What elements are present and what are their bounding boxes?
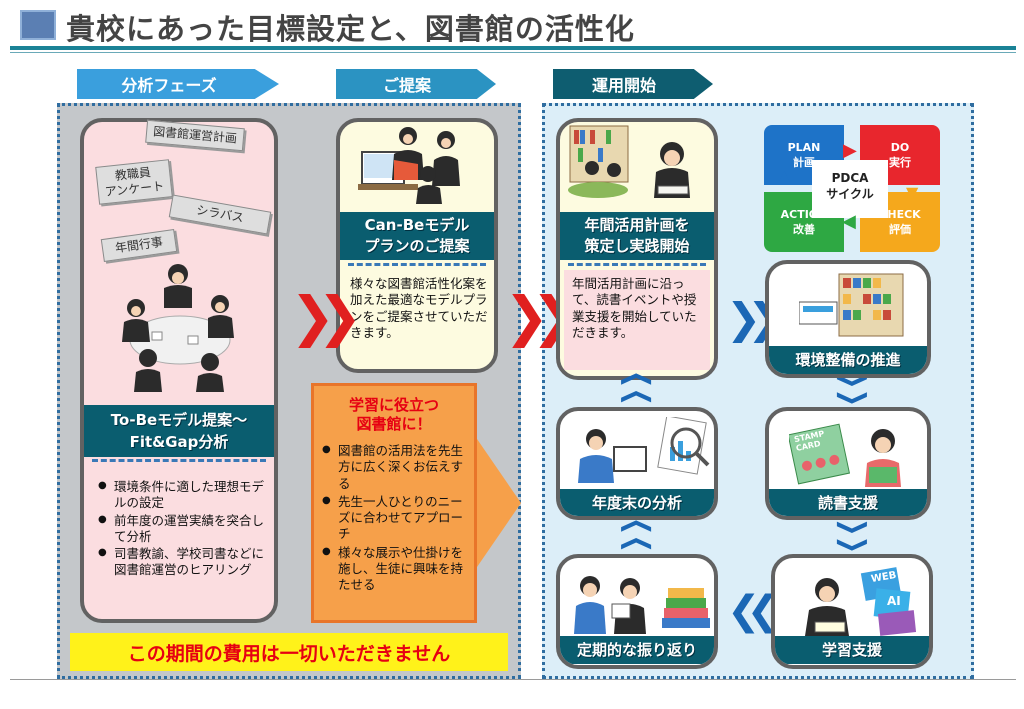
pdca-plan-ja: 計画: [793, 155, 815, 169]
meeting-illustration: [122, 264, 234, 392]
pdca-action-ja: 改善: [793, 222, 815, 236]
chevron-right-icon: ❯❯: [290, 285, 362, 348]
title-square-icon: [20, 10, 56, 40]
analysis-bullet: 前年度の運営実績を突合して分析: [98, 513, 268, 546]
reading-card: STAMP CARD 読書支援: [765, 407, 931, 520]
phase-proposal-label: ご提案: [382, 76, 431, 95]
learning-support-card: WEB AI 学習支援: [771, 554, 933, 669]
arrow-down-icon: ▼: [906, 183, 919, 202]
learning-bullet: 様々な展示や仕掛けを施し、生徒に興味を持たせる: [322, 545, 472, 594]
analysis-title-line2: Fit&Gap分析: [129, 432, 229, 451]
proposal-title-line1: Can-Beモデル: [364, 216, 470, 234]
pdca-do-en: DO: [890, 140, 910, 154]
proposal-divider: [348, 263, 486, 266]
library-illustration: [568, 125, 690, 198]
operation-title-line2: 策定し実践開始: [584, 237, 690, 255]
cost-notice: この期間の費用は一切いただきません: [70, 633, 508, 671]
tag-staff-survey: 教職員 アンケート: [95, 159, 173, 205]
operation-title: 年間活用計画を 策定し実践開始: [560, 212, 714, 260]
learning-heading-line1: 学習に役立つ: [348, 396, 439, 414]
pdca-check-ja: 評価: [889, 222, 911, 236]
chevron-up-icon: ❯❯: [617, 517, 653, 553]
phase-analysis: 分析フェーズ: [77, 69, 279, 99]
arrow-left-icon: ◀: [842, 211, 856, 232]
chevron-right-icon: ❯❯: [504, 285, 576, 348]
pdca-do: DO 実行: [860, 125, 940, 185]
analysis-bullet: 司書教諭、学校司書などに図書館運営のヒアリング: [98, 546, 268, 579]
proposal-description: 様々な図書館活性化案を加えた最適なモデルプランをご提案させていただきます。: [350, 276, 488, 341]
chevron-down-icon: ❯❯: [836, 518, 872, 554]
learning-box: [311, 383, 477, 623]
operation-description: 年間活用計画に沿って、読書イベントや授業支援を開始していただきます。: [564, 270, 710, 370]
proposal-title-line2: プランのご提案: [364, 237, 470, 255]
operation-divider: [568, 263, 706, 266]
env-card: 環境整備の推進: [765, 260, 931, 378]
pdca-center-line2: サイクル: [826, 186, 874, 201]
review-label: 定期的な振り返り: [560, 636, 714, 664]
phase-analysis-label: 分析フェーズ: [121, 76, 217, 95]
chevron-up-icon: ❯❯: [617, 370, 653, 406]
pdca-plan-en: PLAN: [787, 140, 821, 154]
bookshelf-illustration: [799, 273, 904, 337]
pdca-check-en: CHECK: [879, 207, 921, 221]
pdca-do-ja: 実行: [889, 155, 911, 169]
pdca-center: PDCA サイクル: [818, 171, 882, 202]
operation-title-line1: 年間活用計画を: [584, 216, 690, 234]
analysis-title: To-Beモデル提案～ Fit&Gap分析: [84, 405, 274, 457]
arrow-right-icon: ▶: [843, 140, 857, 161]
proposal-title: Can-Beモデル プランのご提案: [340, 212, 494, 260]
analysis-divider: [92, 459, 266, 462]
learning-bullet: 先生一人ひとりのニーズに合わせてアプローチ: [322, 494, 472, 543]
learning-bullets: 図書館の活用法を先生方に広く深くお伝えする 先生一人ひとりのニーズに合わせてアプ…: [322, 443, 472, 594]
env-label: 環境整備の推進: [769, 346, 927, 374]
office-illustration: [358, 127, 460, 204]
review-illustration: [574, 576, 710, 634]
reading-label: 読書支援: [769, 489, 927, 516]
operation-box: 年間活用計画を 策定し実践開始 年間活用計画に沿って、読書イベントや授業支援を開…: [556, 118, 718, 380]
chevron-right-icon: ❯❯: [726, 294, 783, 343]
analysis-bullets: 環境条件に適した理想モデルの設定 前年度の運営実績を突合して分析 司書教諭、学校…: [98, 479, 268, 580]
analysis-bullet: 環境条件に適した理想モデルの設定: [98, 479, 268, 512]
phase-operation: 運用開始: [553, 69, 713, 99]
learning-heading-line2: 図書館に！: [356, 414, 432, 433]
analysis-title-line1: To-Beモデル提案～: [110, 411, 248, 429]
pdca-center-line1: PDCA: [831, 171, 869, 185]
study-illustration: [805, 567, 917, 636]
chevron-left-icon: ❮❮: [727, 588, 780, 634]
learning-support-label: 学習支援: [775, 636, 929, 664]
review-card: 定期的な振り返り: [556, 554, 718, 669]
year-end-card: 年度末の分析: [556, 407, 718, 520]
arrow-up-icon: ▲: [778, 166, 791, 185]
phase-operation-label: 運用開始: [591, 76, 656, 95]
year-end-label: 年度末の分析: [560, 489, 714, 516]
analysis-illustration: [578, 417, 710, 483]
title-underline: [10, 46, 1016, 50]
pdca-center-bg: [812, 160, 888, 218]
footer-line: [10, 679, 1016, 680]
learning-heading: 学習に役立つ 図書館に！: [318, 396, 470, 434]
title-underline-thin: [10, 52, 1016, 53]
learning-bullet: 図書館の活用法を先生方に広く深くお伝えする: [322, 443, 472, 492]
ai-label: AI: [887, 594, 901, 608]
stamp-card-illustration: [789, 423, 901, 487]
phase-proposal: ご提案: [336, 69, 496, 99]
page-title: 貴校にあった目標設定と、図書館の活性化: [66, 12, 635, 46]
